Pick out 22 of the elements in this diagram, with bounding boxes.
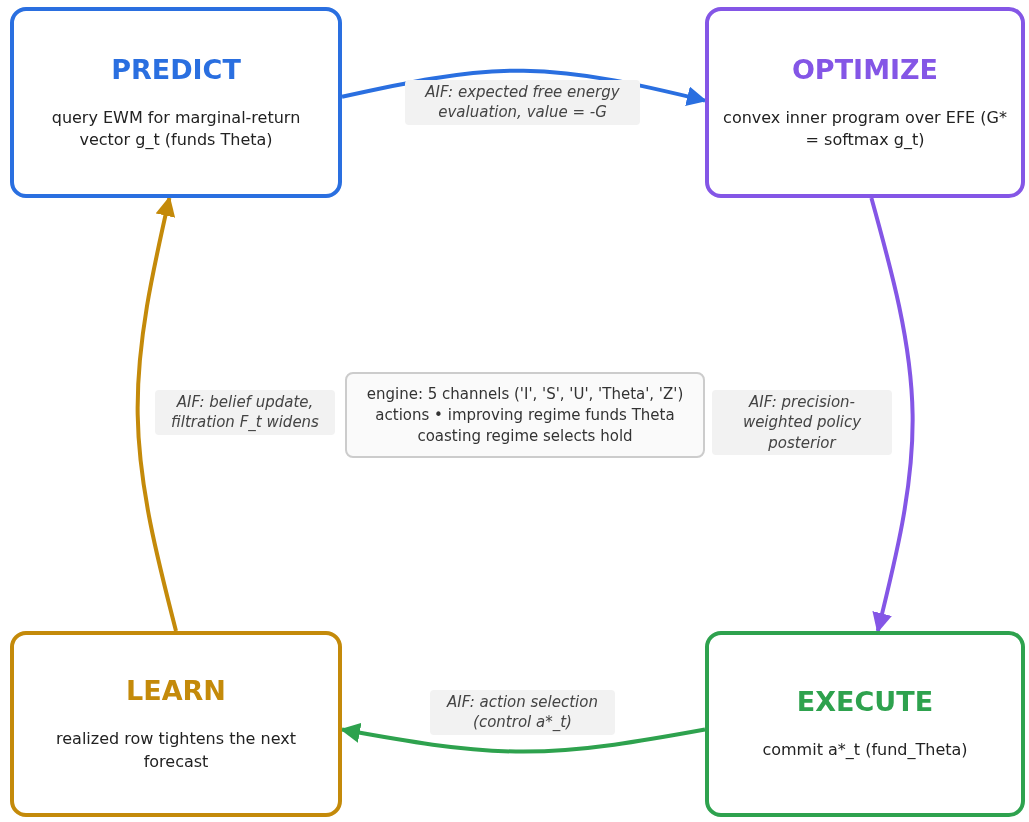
edge-label: AIF: action selection (control a*_t): [430, 690, 615, 735]
stage-box: [10, 631, 342, 817]
stage-title: PREDICT: [111, 53, 241, 85]
stage-description: realized row tightens the next forecast: [55, 728, 297, 773]
stage-title: LEARN: [126, 675, 226, 707]
stage-box: [705, 631, 1025, 817]
stage-description: commit a*_t (fund_Theta): [761, 739, 969, 762]
stage-description: engine: 5 channels ('I', 'S', 'U', 'Theta', 'Z') actions • improving regime funds Theta coasting regime selects hold: [365, 383, 685, 447]
arrow: [869, 197, 915, 633]
stage-box: [10, 7, 342, 198]
stage-title: EXECUTE: [796, 686, 934, 718]
stage-box: [705, 7, 1025, 198]
stage-description: query EWM for marginal-return vector g_t (funds Theta): [50, 106, 302, 151]
edge-label: AIF: belief update, filtration F_t widens: [155, 390, 335, 435]
arrow: [135, 196, 178, 632]
stage-title: OPTIMIZE: [791, 53, 939, 85]
edge-label: AIF: expected free energy evaluation, value = -G: [405, 80, 640, 125]
arrow: [341, 68, 707, 107]
arrow: [340, 722, 706, 754]
note-box: [345, 372, 705, 458]
stage-description: convex inner program over EFE (G* = softmax g_t): [722, 106, 1008, 151]
edge-label: AIF: precision-weighted policy posterior: [712, 390, 892, 455]
